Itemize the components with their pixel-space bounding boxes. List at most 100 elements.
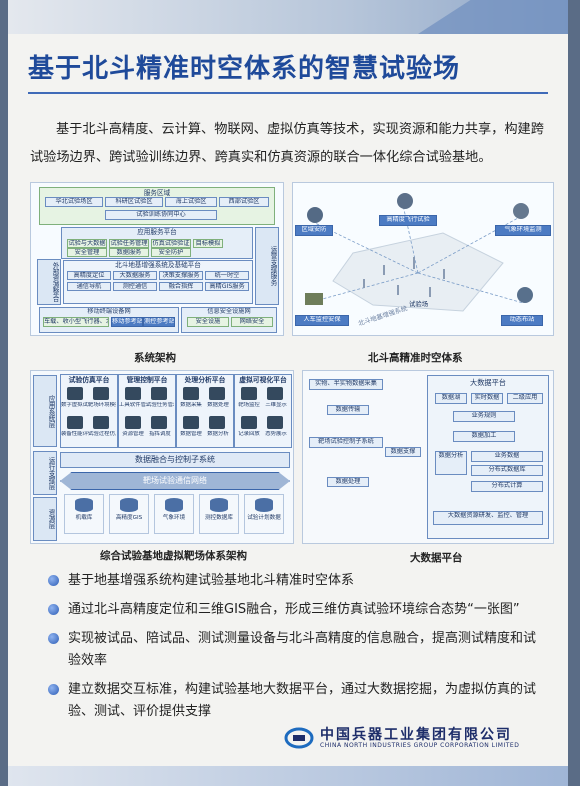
bigdata-item: 业务数据 xyxy=(471,451,543,462)
platform-title: 试验仿真平台 xyxy=(68,376,110,384)
bullet-dot-icon xyxy=(48,684,59,695)
test-range-label: 试验场 xyxy=(409,300,429,308)
platform-item-label: 三维显示 xyxy=(265,402,287,408)
platform-item-label: 数字虚拟试验 xyxy=(61,402,89,408)
platform-column: 管理控制平台工具软件管理试验任务管理资源管理指挥调度 xyxy=(118,374,176,448)
bigdata-platform-title: 大数据平台 xyxy=(470,378,506,387)
platform-item-icon xyxy=(67,416,83,429)
beidou-item: 统一时空 xyxy=(205,271,249,280)
decorative-bottom-band xyxy=(8,766,568,786)
resource-item: 机载库 xyxy=(64,494,104,534)
comm-network-arrow: 靶场试验通信网络 xyxy=(60,472,290,490)
bigdata-item: 分布式计算 xyxy=(471,481,543,492)
app-item: 试验任务管理 xyxy=(109,239,149,248)
spacetime-node: 动态布站 xyxy=(501,315,543,326)
bigdata-item: 二级应用 xyxy=(507,393,543,404)
database-icon xyxy=(210,498,228,512)
platform-item-icon xyxy=(183,416,199,429)
resource-label: 机载库 xyxy=(75,515,93,521)
app-platform-title: 应用服务平台 xyxy=(137,228,177,236)
mobile-network-title: 移动终端设备网 xyxy=(87,308,131,315)
platform-column: 处理分析平台数据采集数据处理数据管理数据分析 xyxy=(176,374,234,448)
resource-item: 气象环境 xyxy=(154,494,194,534)
operation-support-band: 运营支撑服务 xyxy=(255,227,279,305)
beidou-item: 融合指挥 xyxy=(159,282,203,291)
ground-stations xyxy=(363,257,445,297)
bullet-dot-icon xyxy=(48,604,59,615)
mobile-item: 车载、收小型飞行器、北斗终端 xyxy=(43,317,109,327)
database-icon xyxy=(165,498,183,512)
app-item: 目标模拟 xyxy=(193,239,223,248)
security-network-title: 信息安全设施网 xyxy=(207,308,251,315)
bigdata-left-item: 实物、半实物数据采集 xyxy=(309,379,383,390)
security-item: 安全设施 xyxy=(187,317,229,327)
drone-icon xyxy=(397,193,413,209)
system-architecture-panel: 服务区域 华北试验场区 科研区试验区 海上试验区 西部试验区 试验训练协同中心 … xyxy=(30,182,284,336)
bigdata-left-item: 数据传输 xyxy=(327,405,369,415)
beidou-item: 高精度定位 xyxy=(67,271,111,280)
layer-label: 应用系统层 xyxy=(33,375,57,447)
bigdata-panel: 实物、半实物数据采集 数据传输 靶场试验控制子系统 数据处理 数据支撑 大数据平… xyxy=(302,370,554,544)
bullet-dot-icon xyxy=(48,575,59,586)
platform-item-label: 数据管理 xyxy=(180,431,202,437)
platform-item-label: 靶场监控 xyxy=(238,402,260,408)
layer-label: 运行支撑层 xyxy=(33,451,57,495)
company-logo-icon xyxy=(284,727,314,749)
platform-item-icon xyxy=(267,387,283,400)
spacetime-node: 区域安防 xyxy=(295,225,333,236)
service-item: 科研区试验区 xyxy=(105,197,163,207)
platform-item-label: 数据处理 xyxy=(207,402,229,408)
platform-title: 管理控制平台 xyxy=(126,376,168,384)
beidou-item: 测控通信 xyxy=(113,282,157,291)
bigdata-item: 数据分析 xyxy=(435,451,467,475)
bullet-item: 通过北斗高精度定位和三维GIS融合，形成三维仿真试验环境综合态势“一张图” xyxy=(48,599,548,621)
platform-item-icon xyxy=(209,416,225,429)
platform-column: 虚拟可视化平台靶场监控三维显示记录回放态势展示 xyxy=(234,374,292,448)
database-icon xyxy=(255,498,273,512)
virtual-range-caption: 综合试验基地虚拟靶场体系架构 xyxy=(100,550,247,562)
poster: 基于北斗精准时空体系的智慧试验场 基于北斗高精度、云计算、物联网、虚拟仿真等技术… xyxy=(8,0,568,786)
intro-paragraph: 基于北斗高精度、云计算、物联网、虚拟仿真等技术，实现资源和能力共享，构建跨试验场… xyxy=(30,122,544,165)
platform-item-label: 资源管理 xyxy=(122,431,144,437)
platform-item-label: 工具软件管理 xyxy=(119,402,147,408)
bullet-item: 建立数据交互标准，构建试验基地大数据平台，通过大数据挖掘，为虚拟仿真的试验、测试… xyxy=(48,679,548,723)
app-item: 试验与大数据 xyxy=(67,239,107,248)
bigdata-item: 数据加工 xyxy=(453,431,515,442)
spacetime-diagram xyxy=(305,193,533,312)
mobile-station-icon xyxy=(517,287,533,303)
resource-label: 试验计划数据 xyxy=(247,515,281,521)
bigdata-item: 大数据资源研发、监控、管理 xyxy=(433,511,543,525)
service-item: 华北试验场区 xyxy=(45,197,103,207)
layer-label: 资源层 xyxy=(33,497,57,541)
resource-label: 高精度GIS xyxy=(115,515,143,521)
figures-area: 服务区域 华北试验场区 科研区试验区 海上试验区 西部试验区 试验训练协同中心 … xyxy=(30,182,554,564)
bigdata-left-item: 数据支撑 xyxy=(385,447,421,457)
beidou-item: 高精GIS服务 xyxy=(205,282,249,291)
platform-item-label: 态势展示 xyxy=(265,431,287,437)
title-underline xyxy=(28,92,548,94)
spacetime-panel: 区域安防 高精度飞行试验 气象环境监测 人车监控安保 动态布站 试验场 北斗地基… xyxy=(292,182,554,336)
external-resources-band: 外部资源整合 xyxy=(37,259,61,305)
bullet-item: 基于地基增强系统构建试验基地北斗精准时空体系 xyxy=(48,570,548,592)
platform-item-icon xyxy=(241,387,257,400)
bullet-dot-icon xyxy=(48,633,59,644)
platform-item-icon xyxy=(209,387,225,400)
platform-item-label: 装备性能评估 xyxy=(61,431,89,437)
app-item: 数据服务 xyxy=(109,248,149,257)
platform-item-icon xyxy=(183,387,199,400)
weather-station-icon xyxy=(513,203,529,219)
platform-item-label: 指挥调度 xyxy=(149,431,171,437)
app-item: 仿真试验验证 xyxy=(151,239,191,248)
platform-item-icon xyxy=(93,387,109,400)
security-camera-icon xyxy=(307,207,323,223)
bullet-text: 基于地基增强系统构建试验基地北斗精准时空体系 xyxy=(68,573,355,588)
platform-title: 处理分析平台 xyxy=(184,376,226,384)
bigdata-item: 分布式数据库 xyxy=(471,465,543,476)
platform-item-icon xyxy=(125,387,141,400)
platform-item-label: 记录回放 xyxy=(238,431,260,437)
resource-item: 测控数据库 xyxy=(199,494,239,534)
beidou-item: 决策支撑服务 xyxy=(159,271,203,280)
resource-item: 试验计划数据 xyxy=(244,494,284,534)
bigdata-item: 业务规则 xyxy=(453,411,515,422)
beidou-item: 大数据服务 xyxy=(113,271,157,280)
